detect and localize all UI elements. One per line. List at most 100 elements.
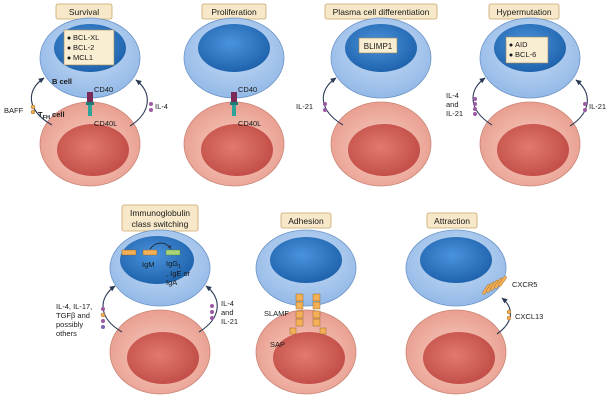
panel-title: Attraction [434,216,470,226]
panel-title: Plasma cell differentiation [333,7,430,17]
cd40-receptor [231,92,237,103]
factor-item: MCL1 [73,53,93,62]
cytokine-dot [473,102,477,106]
factor-item: BCL-6 [515,50,536,59]
panel-survival: Survival B cell BCL-XL BCL-2 MCL1 TFH ce… [4,3,168,187]
b-cell-nucleus [198,24,270,72]
factor-item: BCL-XL [73,33,99,42]
tfh-cell-nucleus [127,332,199,384]
bullet-dot [67,36,71,40]
cytokine-dot [100,312,106,318]
slamf-domain [312,318,321,327]
cd40l-head [230,102,238,105]
b-cell-nucleus [120,236,194,284]
panel-adhesion: Adhesion SLAMF SAP [255,212,357,395]
bullet-dot [67,46,71,50]
il21-label: IL-21 [296,102,313,111]
cytokine-dot [30,109,36,115]
igm-gene-segment [142,249,158,256]
receptor-helix [498,275,507,287]
il4-label: IL-4 [155,102,168,111]
cytokine-dot [101,307,105,311]
panel-title: Hypermutation [496,7,552,17]
cd40l-label: CD40L [94,119,117,128]
slamf-receptor-right [312,293,327,335]
tfh-cell-nucleus [348,124,420,176]
factor-item: AID [515,40,528,49]
tfh-cell-label: TFH cell [38,110,65,121]
cd40l-label: CD40L [238,119,261,128]
right-cytokine-arrow [198,285,218,333]
cxcr5-label: CXCR5 [512,280,537,289]
panel-plasma-cell-differentiation: Plasma cell differentiation BLIMP1 IL-21 [296,3,438,187]
baff-label: BAFF [4,106,24,115]
baff-arrow [30,77,53,126]
sap-adaptor [319,327,327,335]
switch-arrow [149,242,172,250]
title-box [426,212,478,229]
factor-item: BCL-2 [73,43,94,52]
cd40l-ligand [232,103,236,116]
cxcl13-label: CXCL13 [515,312,543,321]
cytokine-dot [506,315,512,321]
panel-title: Survival [69,7,99,17]
sap-label: SAP [270,340,285,349]
slamf-label: SLAMF [264,309,289,318]
bullet-dot [509,53,513,57]
igm-label: IgM [142,260,155,269]
cytokine-dot [210,310,214,314]
slamf-domain [312,301,321,310]
tfh-cell-nucleus [497,124,569,176]
b-cell-nucleus [420,237,492,283]
panel-proliferation: Proliferation CD40 CD40L [183,3,285,187]
tfh-cell-nucleus [423,332,495,384]
cxcr5-receptor [482,275,507,295]
cd40-label: CD40 [94,85,113,94]
bullet-dot [509,43,513,47]
igm-gene-segment [121,249,137,256]
cytokine-dot [149,102,153,106]
cytokine-dot [583,108,587,112]
il4-il21-arrow [472,77,493,126]
cytokine-dot [583,102,587,106]
panel-attraction: Attraction CXCR5 CXCL13 [405,212,543,395]
panel-title: Adhesion [288,216,324,226]
cd40l-head [86,102,94,105]
bullet-dot [67,56,71,60]
tfh-cell-nucleus [201,124,273,176]
slamf-domain [295,310,304,319]
cytokine-dot [473,107,477,111]
cd40-receptor [87,92,93,103]
slamf-domain [295,293,304,302]
il4-arrow [129,79,148,127]
cxcl13-arrow [496,297,511,335]
slamf-domain [312,293,321,302]
il21-label: IL-21 [589,102,606,111]
panel-title: Proliferation [211,7,257,17]
left-cytokine-arrow [102,285,123,333]
cytokine-dot [473,112,477,116]
cytokine-dot [210,304,214,308]
b-cell-label: B cell [52,77,72,86]
blimp1-box [358,37,398,54]
cytokine-dot [149,108,153,112]
blimp1-label: BLIMP1 [364,42,393,51]
tfh-cell-nucleus [273,332,345,384]
sap-adaptor [289,327,297,335]
cytokine-dot [101,325,105,329]
cytokine-dot [101,319,105,323]
slamf-domain [295,301,304,310]
tfh-cell-nucleus [57,124,129,176]
cytokine-dot [473,97,477,101]
b-cell-nucleus [270,237,342,283]
cd40l-ligand [88,103,92,116]
cytokine-dot [506,309,512,315]
slamf-domain [312,310,321,319]
